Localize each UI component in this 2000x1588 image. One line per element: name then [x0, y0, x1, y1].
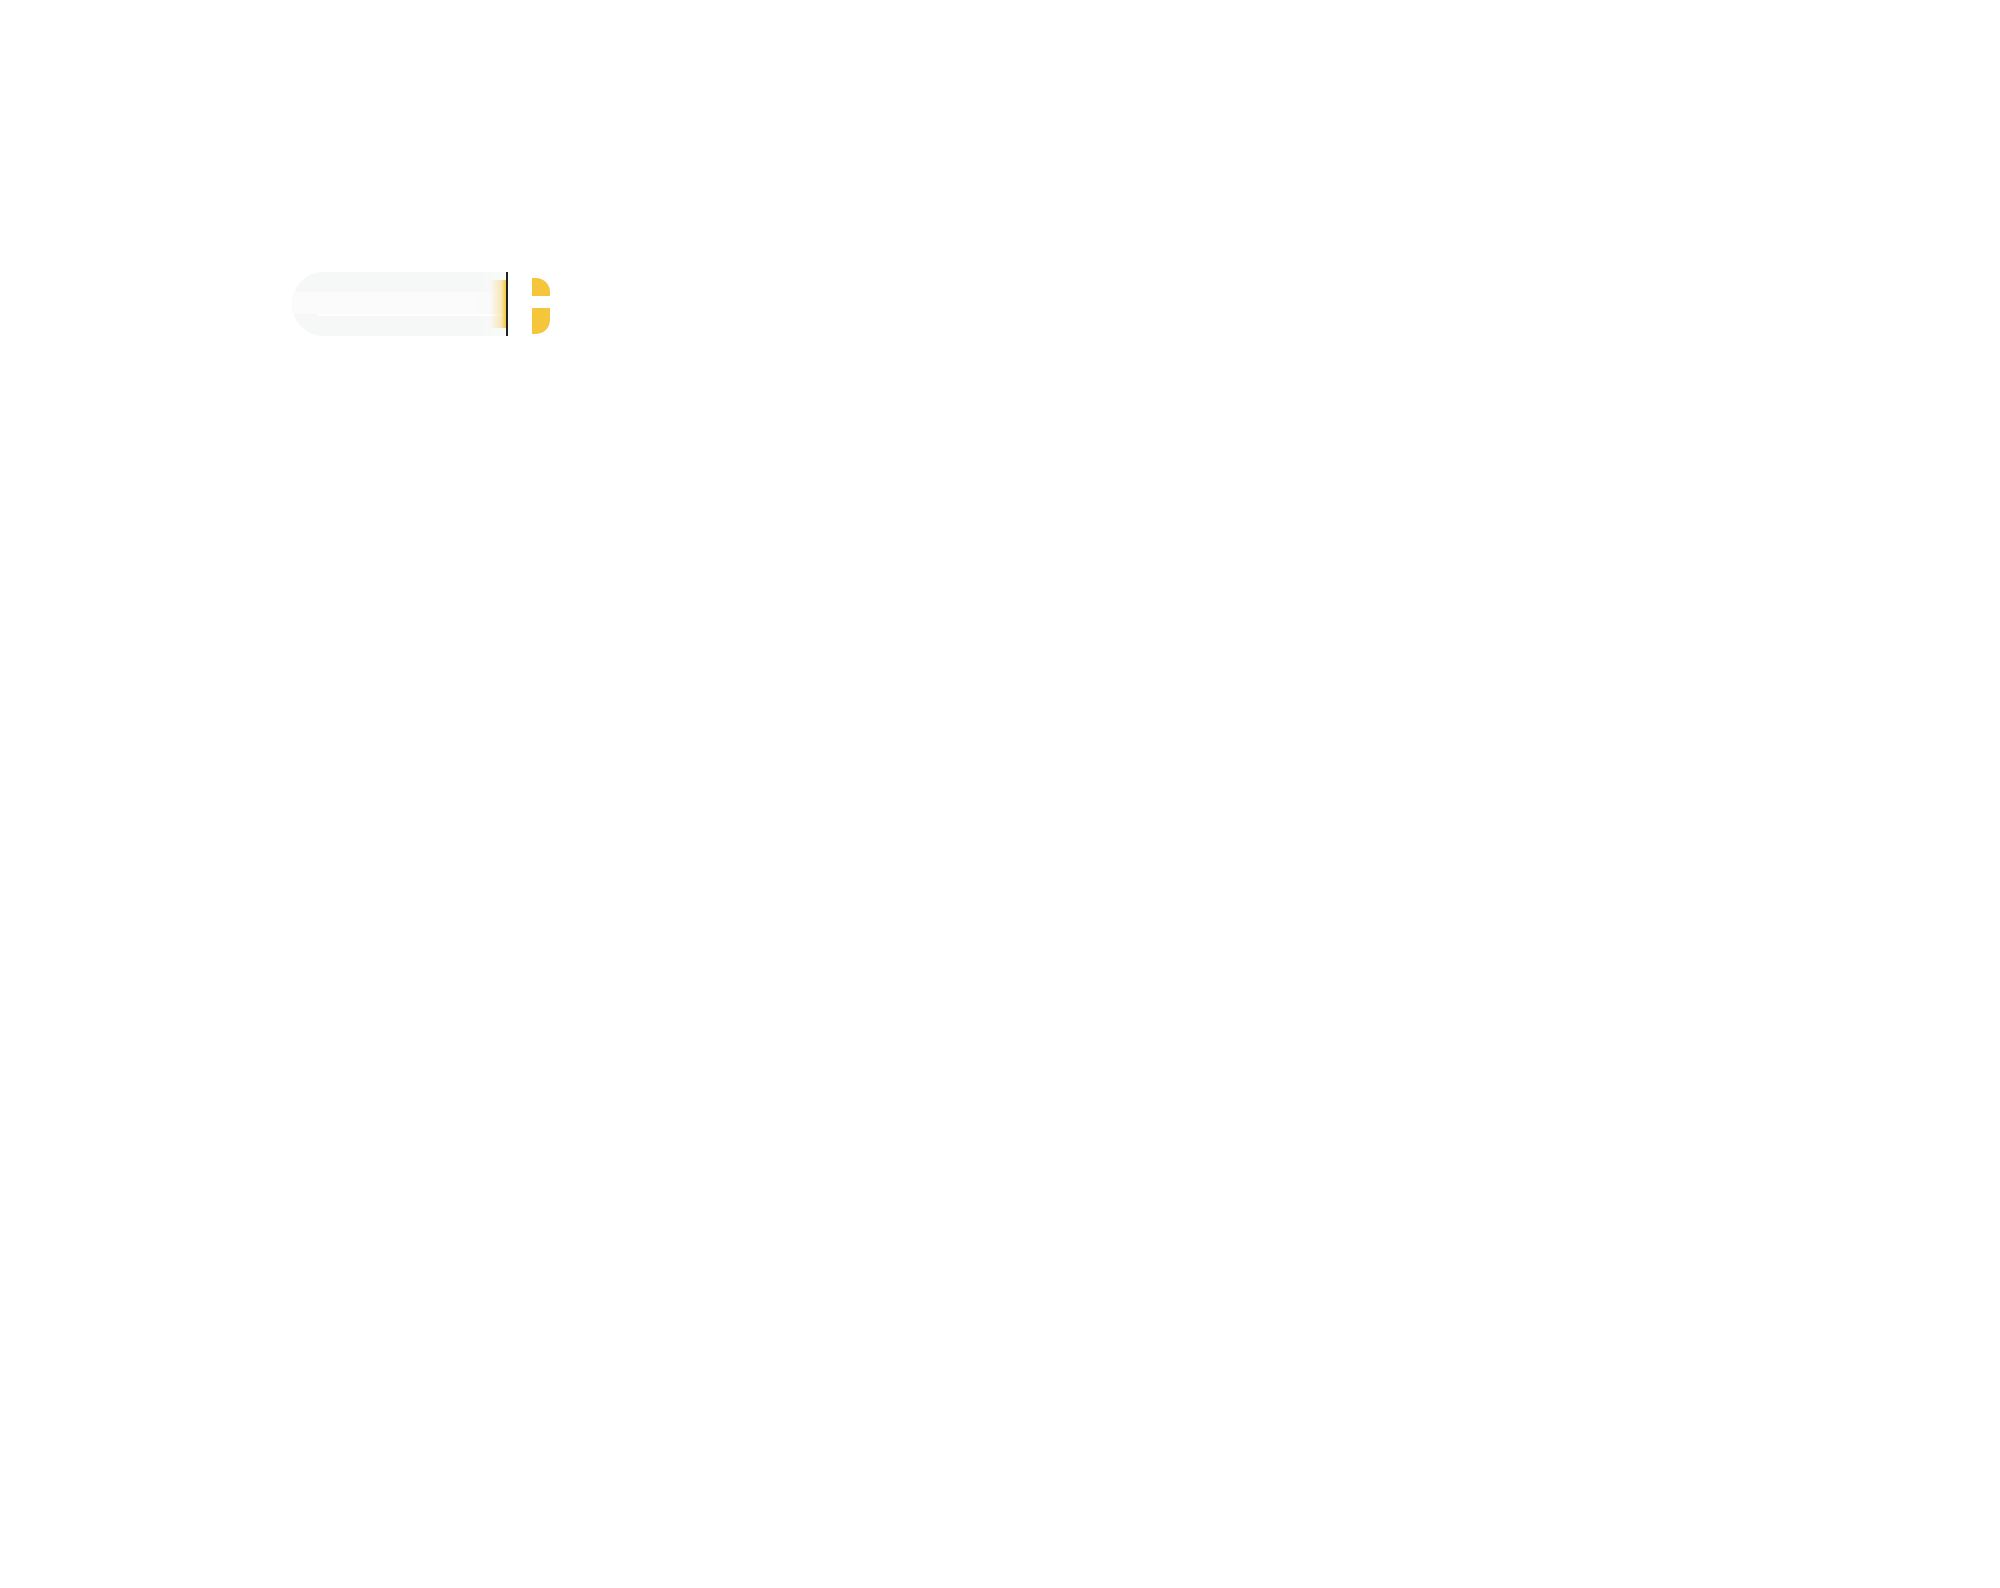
search-input[interactable] — [292, 292, 506, 314]
search-gap — [508, 272, 532, 336]
search-divider — [506, 272, 508, 336]
search-highlight — [490, 280, 506, 328]
search-button-gap — [532, 296, 550, 308]
search-input-underline — [318, 314, 550, 316]
